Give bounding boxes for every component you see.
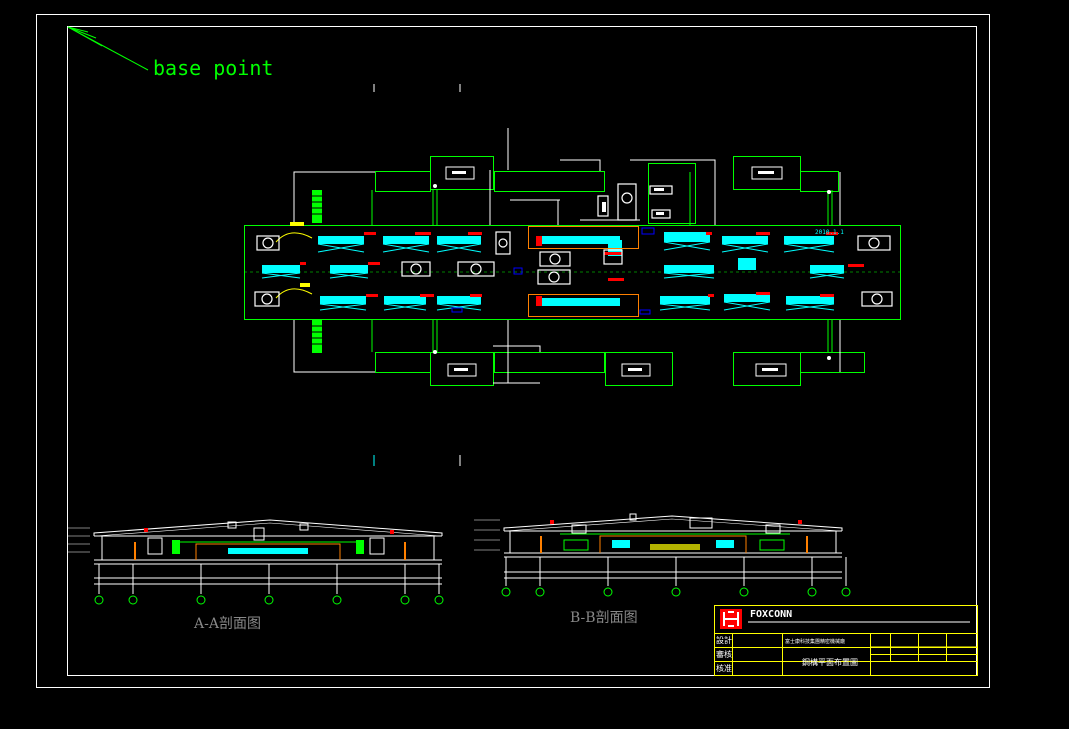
section-b-b[interactable] [474, 513, 851, 597]
project-name: 富士康科技集團精密機械廠 [785, 638, 845, 645]
section-a-title: A-A剖面图 [193, 616, 261, 632]
row-label-approve: 核准 [716, 663, 732, 673]
row-label-review: 審核 [716, 649, 732, 659]
base-point-marker[interactable] [67, 26, 149, 71]
air-handling-units [262, 232, 844, 306]
outer-border [36, 14, 990, 688]
section-a-a[interactable] [68, 519, 444, 605]
title-block[interactable] [714, 605, 978, 677]
center-bay [528, 226, 639, 317]
company-name: FOXCONN [750, 609, 792, 620]
base-point-label: base point [153, 56, 273, 80]
red-accent-marks [300, 232, 864, 306]
foxconn-logo [720, 609, 970, 629]
equipment-symbols [254, 183, 893, 307]
plan-tag: 2010.1.1 [815, 229, 844, 236]
drawing-name: 鋼構平面布置圖 [802, 657, 858, 667]
floor-plan[interactable]: 2010.1.1 [244, 84, 901, 466]
inner-border [67, 26, 977, 676]
row-label-design: 設計 [716, 635, 732, 645]
section-b-title: B-B剖面图 [570, 610, 638, 626]
